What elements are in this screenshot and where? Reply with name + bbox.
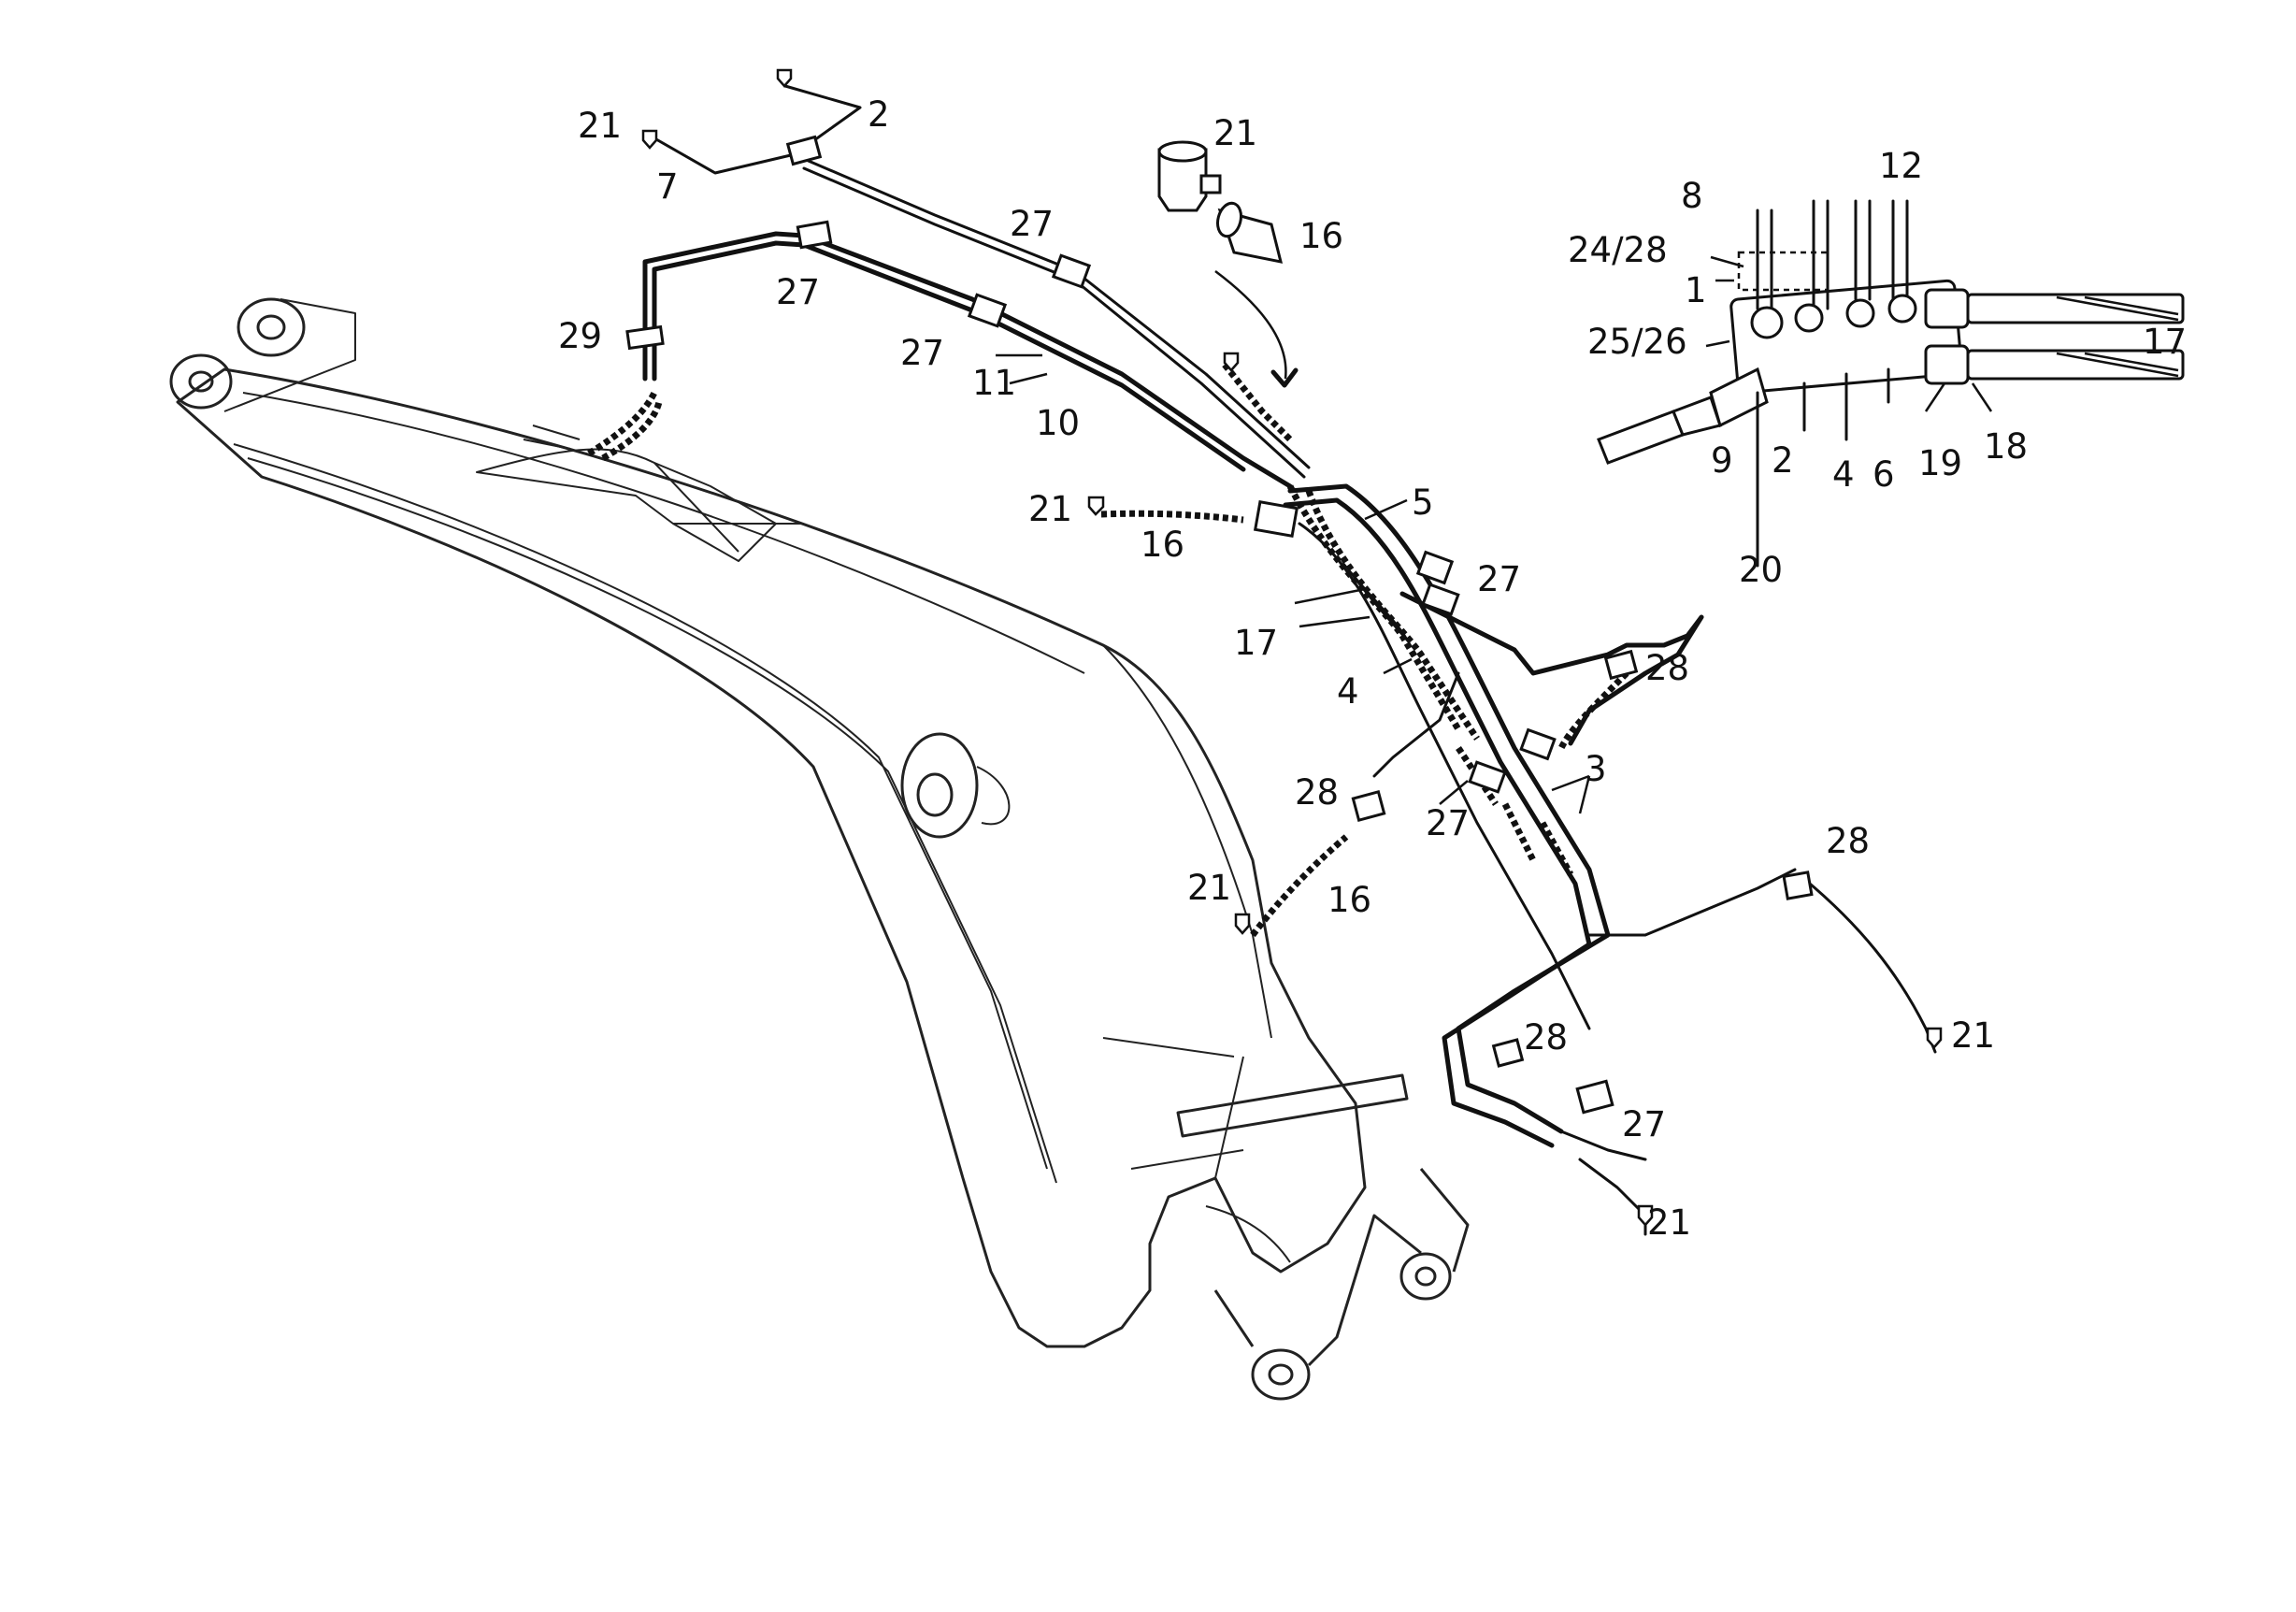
label-1: 1 (1685, 270, 1707, 310)
label-27: 27 (1622, 1104, 1666, 1144)
label-28: 28 (1524, 1017, 1568, 1058)
label-27: 27 (900, 333, 944, 373)
label-18: 18 (1984, 426, 2028, 467)
label-28: 28 (1826, 821, 1870, 861)
label-28: 28 (1645, 648, 1689, 688)
label-21: 21 (1951, 1015, 1995, 1056)
label-4: 4 (1337, 671, 1359, 712)
hydraulic-lines (642, 84, 1937, 1236)
label-24-28: 24/28 (1568, 230, 1668, 270)
label-8: 8 (1681, 176, 1703, 216)
label-16: 16 (1299, 216, 1343, 256)
label-7: 7 (656, 166, 679, 207)
callout-labels: 21 7 2 21 16 27 27 27 29 11 10 21 16 5 2… (558, 94, 2187, 1243)
label-12: 12 (1879, 146, 1923, 186)
label-21: 21 (1213, 113, 1257, 153)
boom-arm (169, 297, 1470, 1401)
label-28: 28 (1295, 772, 1339, 813)
label-4: 4 (1832, 454, 1855, 495)
label-27: 27 (1426, 803, 1470, 843)
label-27: 27 (776, 272, 820, 312)
label-25-26: 25/26 (1587, 322, 1687, 362)
label-19: 19 (1918, 443, 1962, 483)
label-16: 16 (1141, 525, 1184, 565)
valve-block-inset (1597, 199, 2185, 568)
label-21: 21 (578, 106, 622, 146)
fitting-21-large (1157, 140, 1222, 212)
label-2: 2 (1772, 440, 1794, 481)
label-9: 9 (1711, 440, 1733, 481)
label-2: 2 (868, 94, 890, 135)
label-16: 16 (1327, 880, 1371, 920)
label-5: 5 (1412, 482, 1434, 523)
label-21: 21 (1028, 489, 1072, 529)
label-20: 20 (1739, 550, 1783, 590)
label-17: 17 (1234, 623, 1278, 663)
clamps (625, 135, 1814, 1115)
leader-lines (996, 255, 1993, 814)
label-11: 11 (972, 363, 1016, 403)
label-21: 21 (1187, 868, 1231, 908)
cap-16 (1216, 201, 1284, 264)
label-27: 27 (1477, 559, 1521, 599)
label-6: 6 (1873, 454, 1895, 495)
label-27: 27 (1010, 204, 1054, 244)
label-29: 29 (558, 316, 602, 356)
label-10: 10 (1036, 403, 1080, 443)
label-17: 17 (2143, 322, 2187, 362)
label-3: 3 (1585, 749, 1607, 789)
fittings (641, 68, 1943, 1227)
hoses (587, 362, 1629, 938)
label-21: 21 (1647, 1202, 1691, 1243)
